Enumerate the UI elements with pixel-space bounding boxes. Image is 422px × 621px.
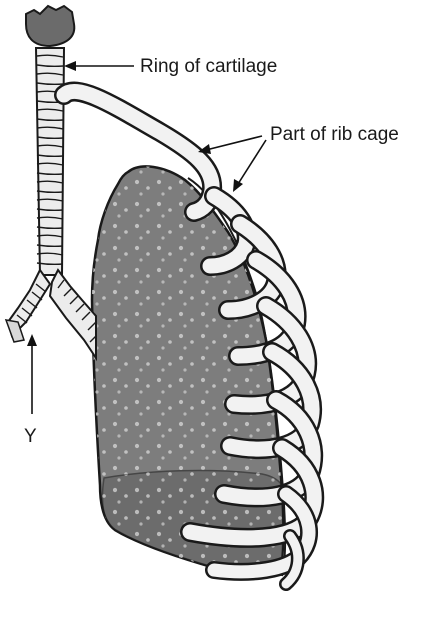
ribcage-label: Part of rib cage bbox=[270, 124, 399, 145]
trachea-tube bbox=[36, 48, 64, 275]
label-y: Y bbox=[24, 334, 37, 447]
y-label: Y bbox=[24, 426, 37, 447]
label-ring-of-cartilage: Ring of cartilage bbox=[64, 56, 277, 77]
ribcage-arrow-head-2 bbox=[233, 179, 243, 192]
cartilage-arrow-head bbox=[64, 61, 76, 71]
ribcage-arrow-line-1 bbox=[206, 136, 262, 150]
y-arrow-head bbox=[27, 334, 37, 346]
label-part-of-rib-cage: Part of rib cage bbox=[198, 124, 399, 192]
trachea bbox=[6, 6, 96, 358]
larynx bbox=[26, 6, 74, 46]
ribcage-arrow-line-2 bbox=[238, 140, 266, 184]
right-bronchus bbox=[50, 270, 96, 358]
cartilage-label: Ring of cartilage bbox=[140, 56, 277, 77]
